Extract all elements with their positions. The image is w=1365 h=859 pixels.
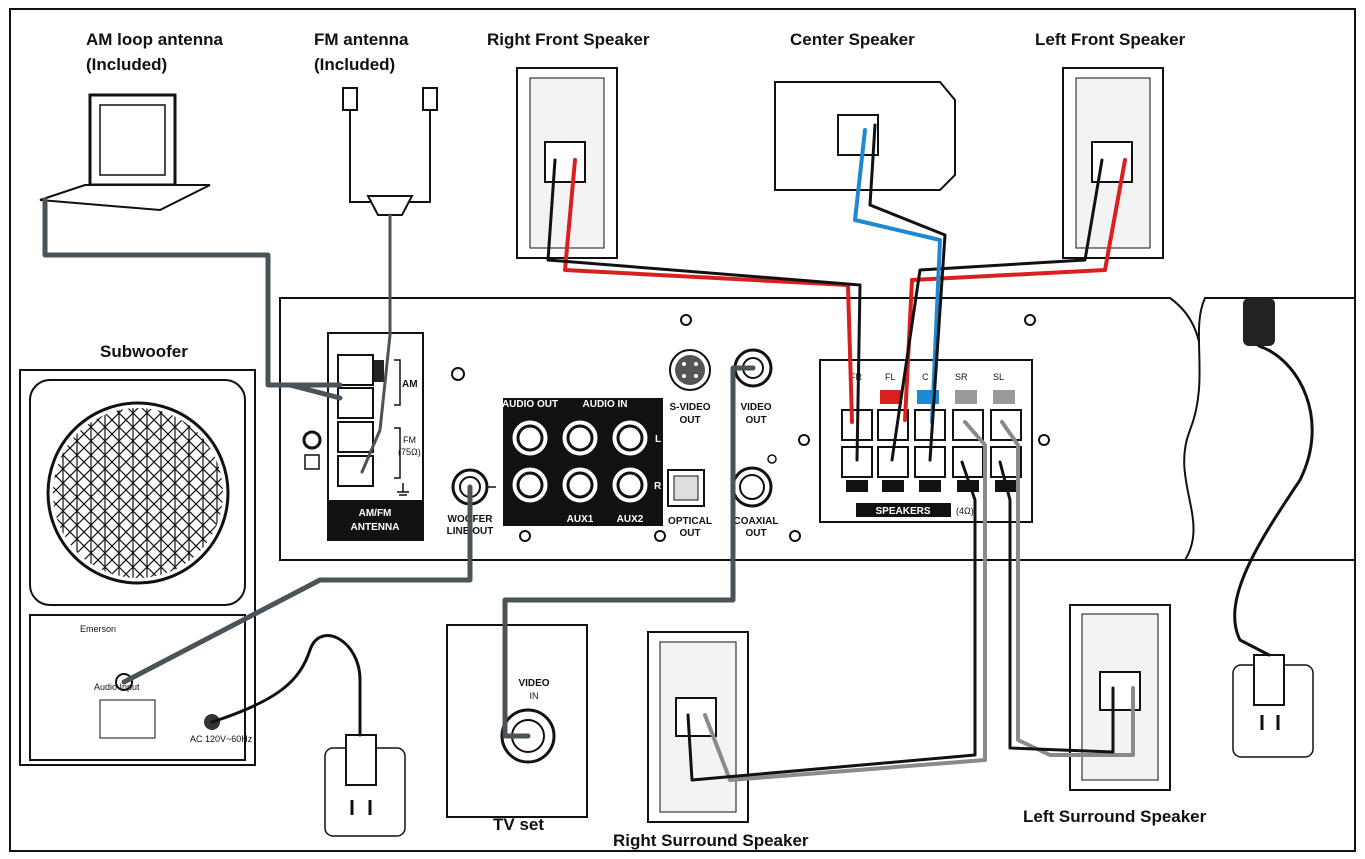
c-label: C [922,372,929,382]
wall-outlet-right [1232,654,1314,758]
subwoofer-brand: Emerson [80,624,116,634]
left-front-speaker-label: Left Front Speaker [1035,30,1186,49]
amfm-label-line1: AM/FM [359,508,392,519]
optical-out-jack: OPTICAL OUT [667,469,712,539]
receiver-back-panel [279,297,1356,561]
left-channel-label: L [655,434,661,445]
coaxial-out-jack: COAXIAL OUT [731,466,779,539]
svideo-out-jack: S-VIDEO OUT [669,349,711,426]
left-surround-speaker: Left Surround Speaker [1023,604,1207,826]
aux2-label: AUX2 [617,514,644,525]
optical-label-line1: OPTICAL [668,516,712,527]
cables [42,123,1314,782]
fm-impedance-label: (75Ω) [398,447,421,457]
audio-in-label: AUDIO IN [583,399,628,410]
audio-out-label: AUDIO OUT [502,399,558,410]
center-speaker-label: Center Speaker [790,30,915,49]
right-front-speaker: Right Front Speaker [487,30,650,259]
receiver-power-plug [1243,298,1275,346]
video-out-label-line1: VIDEO [740,402,771,413]
am-antenna-included: (Included) [86,55,167,74]
am-antenna-label: AM loop antenna [86,30,223,49]
am-terminal-label: AM [402,379,418,390]
speakers-label: SPEAKERS [875,506,930,517]
am-loop-antenna: AM loop antenna (Included) [39,30,223,212]
coaxial-label-line1: COAXIAL [734,516,779,527]
svideo-label-line2: OUT [679,415,700,426]
right-front-speaker-label: Right Front Speaker [487,30,650,49]
wall-outlet-left [324,734,406,837]
coaxial-label-line2: OUT [745,528,766,539]
sr-label: SR [955,372,968,382]
audio-jacks-block: AUDIO OUT AUDIO IN L R AUX1 AUX2 [502,398,663,526]
tv-set: VIDEO IN TV set [446,624,588,834]
fr-label: FR [850,372,862,382]
aux1-label: AUX1 [567,514,594,525]
video-in-label-line1: VIDEO [518,678,549,689]
fm-antenna-included: (Included) [314,55,395,74]
subwoofer-label: Subwoofer [100,342,188,361]
right-surround-speaker: Right Surround Speaker [613,631,809,850]
fm-terminal-label: FM [403,435,416,445]
fm-antenna-label: FM antenna [314,30,409,49]
speakers-ohm-label: (4Ω) [956,506,974,516]
tv-set-label: TV set [493,815,544,834]
amfm-label-line2: ANTENNA [351,522,400,533]
right-surround-speaker-label: Right Surround Speaker [613,831,809,850]
left-surround-speaker-label: Left Surround Speaker [1023,807,1207,826]
amfm-antenna-terminal: AM FM (75Ω) AM/FM ANTENNA [327,332,424,541]
right-channel-label: R [654,481,662,492]
fm-antenna: FM antenna (Included) [314,30,438,216]
fl-label: FL [885,372,896,382]
subwoofer-ac-label: AC 120V~60Hz [190,734,253,744]
video-in-label-line2: IN [530,691,539,701]
optical-label-line2: OUT [679,528,700,539]
svideo-label-line1: S-VIDEO [669,402,710,413]
subwoofer: Emerson Audio Input AC 120V~60Hz Subwoof… [19,342,256,766]
subwoofer-audio-input: Audio Input [94,682,140,692]
video-out-label-line2: OUT [745,415,766,426]
sl-label: SL [993,372,1004,382]
